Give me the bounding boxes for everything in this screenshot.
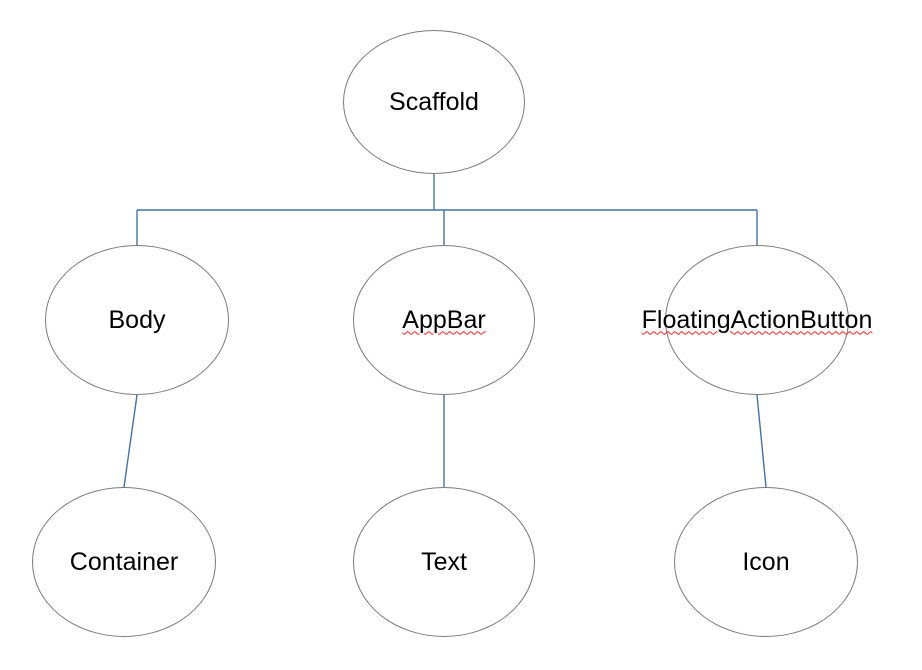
node-label-floatingactionbutton: FloatingActionButton — [641, 305, 873, 334]
node-ellipse-icon — [674, 487, 858, 637]
node-container[interactable]: Container — [32, 487, 216, 637]
node-label-scaffold: Scaffold — [389, 87, 479, 116]
node-label-text: Text — [421, 547, 467, 576]
node-label-container: Container — [69, 547, 179, 576]
node-appbar[interactable]: AppBar — [353, 245, 535, 395]
node-label-appbar: AppBar — [402, 305, 486, 334]
node-label-body: Body — [108, 305, 166, 334]
node-body[interactable]: Body — [45, 245, 229, 395]
node-text[interactable]: Text — [353, 487, 535, 637]
node-ellipse-container — [32, 487, 216, 637]
edge-body-to-container — [123, 394, 138, 488]
node-icon[interactable]: Icon — [674, 487, 858, 637]
node-ellipse-text — [353, 487, 535, 637]
node-floatingactionbutton[interactable]: FloatingActionButton — [642, 245, 872, 395]
node-ellipse-scaffold — [343, 30, 525, 174]
node-ellipse-appbar — [353, 245, 535, 395]
node-scaffold[interactable]: Scaffold — [343, 30, 525, 174]
node-ellipse-body — [45, 245, 229, 395]
node-ellipse-floatingactionbutton — [665, 245, 849, 395]
node-label-icon: Icon — [742, 547, 790, 576]
edge-floatingactionbutton-to-icon — [756, 394, 767, 488]
